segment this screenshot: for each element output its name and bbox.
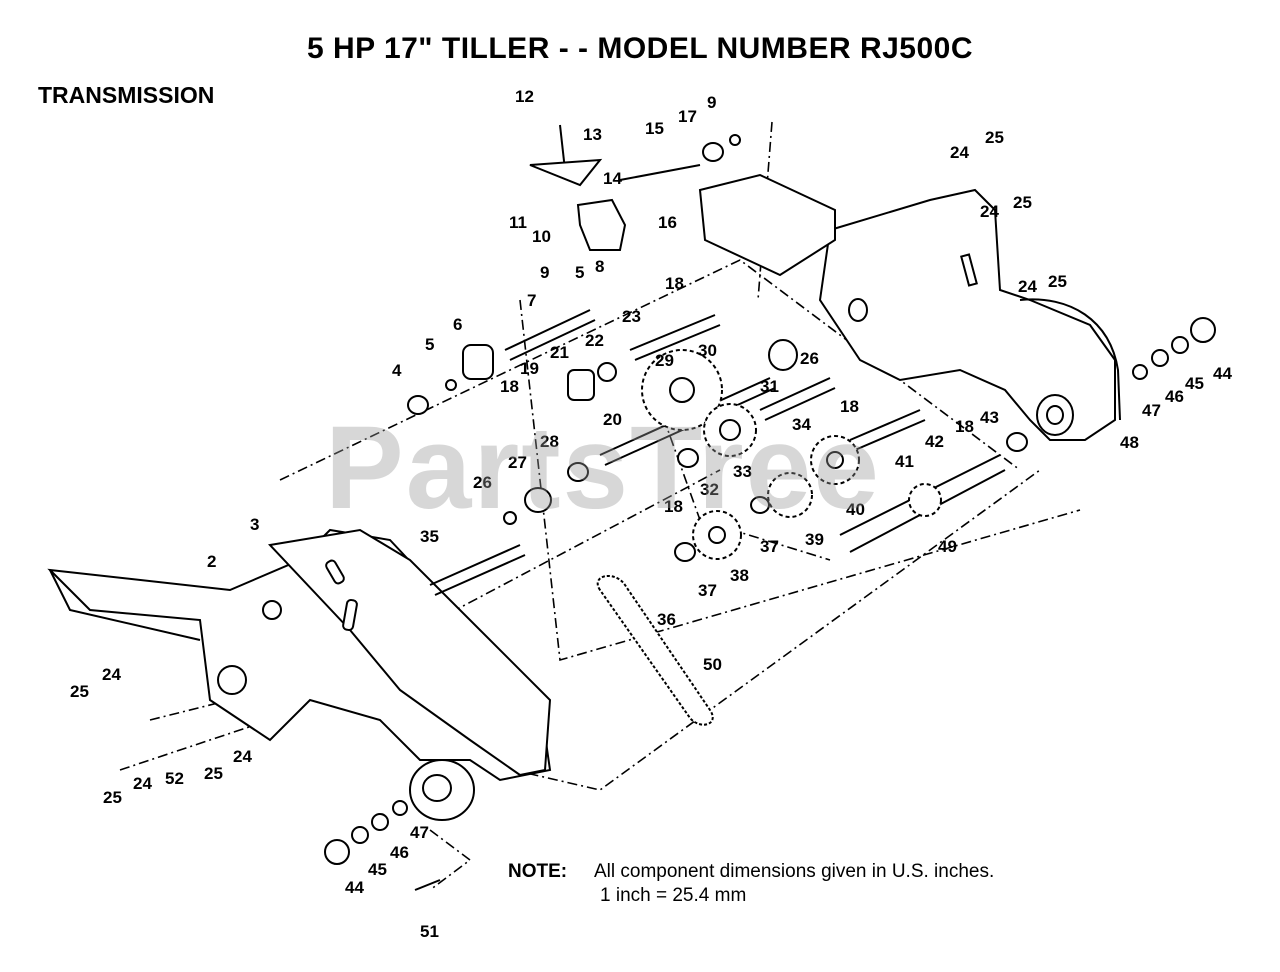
- callout-51: 51: [420, 922, 439, 941]
- callout-25: 25: [204, 764, 223, 783]
- callout-47: 47: [1142, 401, 1161, 420]
- callout-24: 24: [233, 747, 252, 766]
- callout-29: 29: [655, 351, 674, 370]
- callout-48: 48: [1120, 433, 1139, 452]
- callout-20: 20: [603, 410, 622, 429]
- bearings-and-washers: [324, 317, 1216, 891]
- callout-39: 39: [805, 530, 824, 549]
- section-title: TRANSMISSION: [38, 82, 215, 108]
- callout-23: 23: [622, 307, 641, 326]
- callout-4: 4: [392, 361, 402, 380]
- callout-37: 37: [760, 537, 779, 556]
- callout-18: 18: [955, 417, 974, 436]
- callout-24: 24: [980, 202, 999, 221]
- callout-41: 41: [895, 452, 914, 471]
- callout-38: 38: [730, 566, 749, 585]
- callout-6: 6: [453, 315, 462, 334]
- callout-36: 36: [657, 610, 676, 629]
- callout-9: 9: [540, 263, 549, 282]
- callout-42: 42: [925, 432, 944, 451]
- callout-12: 12: [515, 87, 534, 106]
- callout-50: 50: [703, 655, 722, 674]
- shift-lever-assembly: [529, 124, 741, 251]
- note-line-1: All component dimensions given in U.S. i…: [594, 861, 995, 882]
- callout-21: 21: [550, 343, 569, 362]
- callout-26: 26: [800, 349, 819, 368]
- callout-24: 24: [1018, 277, 1037, 296]
- callout-5: 5: [425, 335, 434, 354]
- note-label: NOTE:: [508, 861, 568, 882]
- callout-45: 45: [368, 860, 387, 879]
- callout-22: 22: [585, 331, 604, 350]
- callout-27: 27: [508, 453, 527, 472]
- callout-37: 37: [698, 581, 717, 600]
- callout-25: 25: [1013, 193, 1032, 212]
- callout-25: 25: [70, 682, 89, 701]
- partstree-watermark: PartsTree: [325, 402, 881, 534]
- callout-15: 15: [645, 119, 664, 138]
- dimension-note: NOTE: All component dimensions given in U…: [508, 860, 994, 908]
- left-housing-half: [47, 528, 552, 821]
- callout-24: 24: [102, 665, 121, 684]
- callout-18: 18: [500, 377, 519, 396]
- callout-10: 10: [532, 227, 551, 246]
- callout-11: 11: [509, 213, 527, 232]
- callout-43: 43: [980, 408, 999, 427]
- callout-25: 25: [985, 128, 1004, 147]
- callout-47: 47: [410, 823, 429, 842]
- callout-44: 44: [1213, 364, 1232, 383]
- callout-13: 13: [583, 125, 602, 144]
- page-title: 5 HP 17" TILLER - - MODEL NUMBER RJ500C: [306, 32, 974, 65]
- callout-18: 18: [665, 274, 684, 293]
- right-housing-half: [698, 173, 1121, 441]
- callout-9: 9: [707, 93, 716, 112]
- callout-25: 25: [103, 788, 122, 807]
- callout-2: 2: [207, 552, 216, 571]
- callout-52: 52: [165, 769, 184, 788]
- callout-7: 7: [527, 291, 536, 310]
- callout-32: 32: [700, 480, 719, 499]
- callout-33: 33: [733, 462, 752, 481]
- callout-45: 45: [1185, 374, 1204, 393]
- callout-34: 34: [792, 415, 811, 434]
- callout-30: 30: [698, 341, 717, 360]
- callout-18: 18: [664, 497, 683, 516]
- callout-25: 25: [1048, 272, 1067, 291]
- callout-16: 16: [658, 213, 677, 232]
- callout-24: 24: [133, 774, 152, 793]
- callout-19: 19: [520, 359, 539, 378]
- drive-chain: [596, 575, 714, 726]
- callout-31: 31: [760, 377, 779, 396]
- callout-14: 14: [603, 169, 622, 188]
- callout-46: 46: [1165, 387, 1184, 406]
- callout-44: 44: [345, 878, 364, 897]
- callout-49: 49: [938, 537, 957, 556]
- gears-and-sprockets: [462, 339, 942, 560]
- callout-26: 26: [473, 473, 492, 492]
- callout-8: 8: [595, 257, 604, 276]
- callout-24: 24: [950, 143, 969, 162]
- callout-35: 35: [420, 527, 439, 546]
- callout-40: 40: [846, 500, 865, 519]
- callout-17: 17: [678, 107, 697, 126]
- callout-3: 3: [250, 515, 259, 534]
- callout-5: 5: [575, 263, 584, 282]
- callout-28: 28: [540, 432, 559, 451]
- callout-numbers: 2 3 4 5 5 6 7 8 9 9 10 11 12 13 14 15 16…: [70, 87, 1232, 941]
- callout-18: 18: [840, 397, 859, 416]
- callout-46: 46: [390, 843, 409, 862]
- note-line-2: 1 inch = 25.4 mm: [600, 885, 747, 906]
